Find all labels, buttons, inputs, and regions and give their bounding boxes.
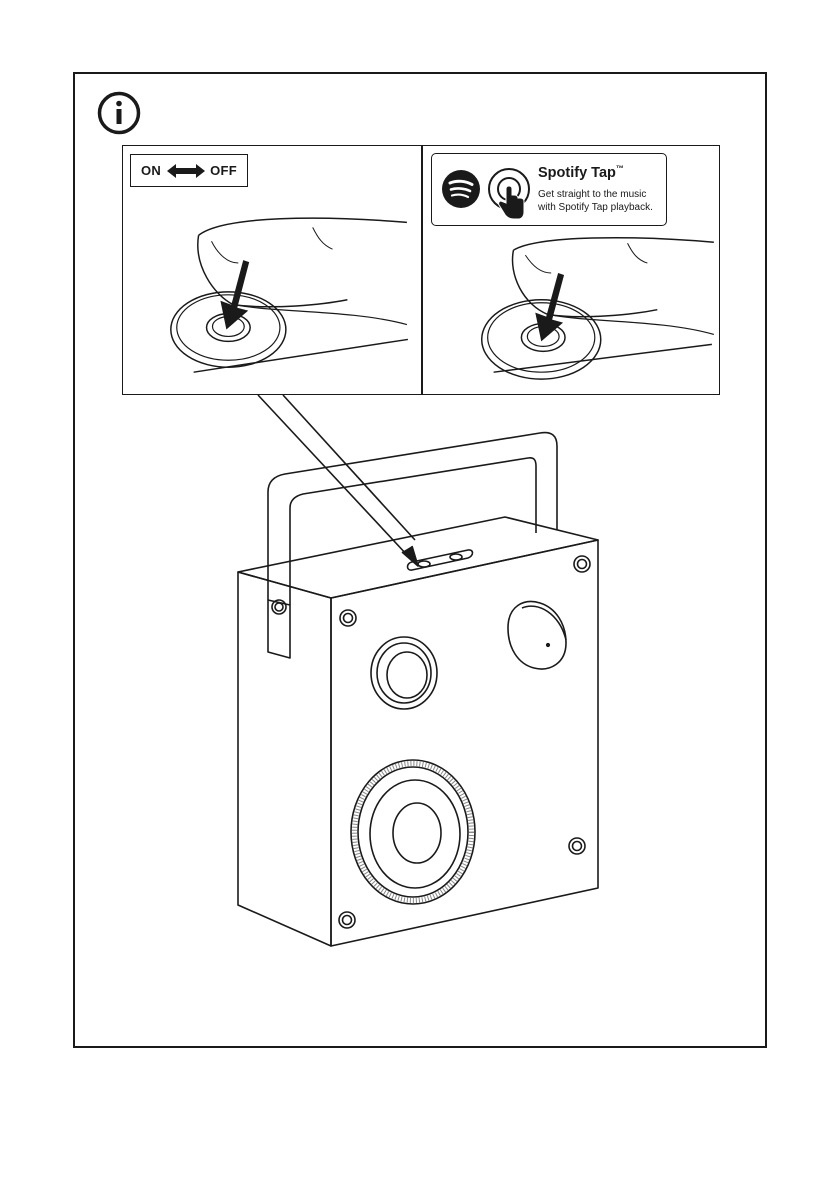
speaker-illustration — [0, 0, 840, 1192]
